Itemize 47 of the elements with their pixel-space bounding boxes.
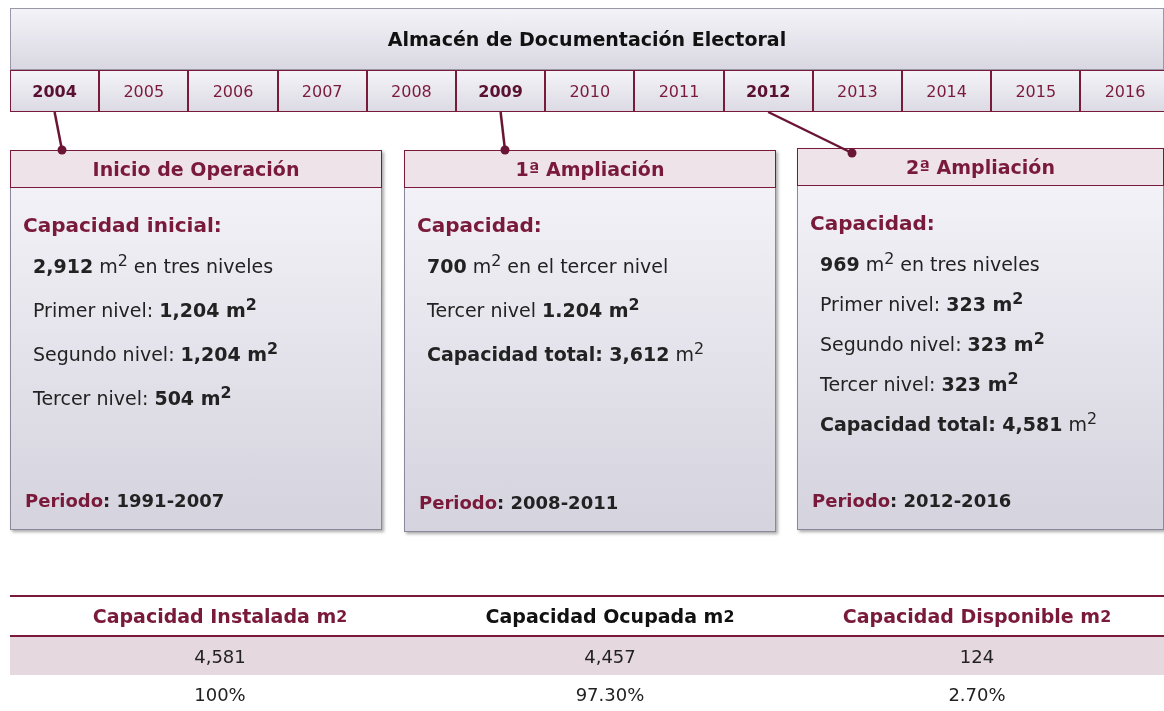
section-heading: Capacidad: [810, 211, 935, 235]
year-cell: 2012 [723, 70, 813, 112]
table-cell-text: 4,457 [583, 644, 637, 669]
card-header: 1ª Ampliación [404, 150, 776, 188]
year-cell: 2016 [1080, 70, 1164, 112]
year-cell: 2011 [634, 70, 724, 112]
capacity-line: Tercer nivel: 504 m$^{2}$ [33, 383, 232, 410]
capacity-line: 2,912 m$^{2}$ en tres niveles [33, 251, 274, 278]
title-bar: Almacén de Documentación Electoral [10, 8, 1164, 70]
info-card [797, 148, 1164, 530]
capacity-line: Segundo nivel: 323 m$^{2}$ [820, 329, 1045, 356]
year-cell: 2014 [902, 70, 992, 112]
year-cell: 2008 [366, 70, 456, 112]
period-text: Periodo: 1991-2007 [25, 490, 225, 511]
section-heading: Capacidad: [417, 213, 542, 237]
table-cell-text: 124 [958, 644, 996, 669]
info-card [10, 150, 382, 530]
table-cell-text: 4,581 [193, 644, 247, 669]
connector-line [767, 110, 857, 158]
capacity-line: Capacidad total: 4,581 m$^{2}$ [820, 409, 1098, 436]
capacity-line: 700 m$^{2}$ en el tercer nivel [427, 251, 669, 278]
connector-line [53, 111, 67, 155]
table-cell-text: 2.70% [947, 682, 1007, 707]
year-cell: 2006 [188, 70, 278, 112]
table-cell-text: 97.30% [574, 682, 646, 707]
capacity-line: Primer nivel: 323 m$^{2}$ [820, 289, 1024, 316]
period-text: Periodo: 2012-2016 [812, 490, 1012, 511]
capacity-line: Capacidad total: 3,612 m$^{2}$ [427, 339, 705, 366]
year-cell: 2010 [545, 70, 635, 112]
card-header: 2ª Ampliación [797, 148, 1164, 186]
section-heading: Capacidad inicial: [23, 213, 222, 237]
year-cell: 2013 [812, 70, 902, 112]
year-cell: 2005 [99, 70, 189, 112]
year-cell: 2015 [991, 70, 1081, 112]
year-cell: 2004 [10, 70, 100, 112]
capacity-line: Tercer nivel: 323 m$^{2}$ [820, 369, 1019, 396]
year-cell: 2009 [456, 70, 546, 112]
capacity-line: Segundo nivel: 1,204 m$^{2}$ [33, 339, 279, 366]
year-cell: 2007 [277, 70, 367, 112]
period-text: Periodo: 2008-2011 [419, 492, 619, 513]
card-header: Inicio de Operación [10, 150, 382, 188]
table-cell-text: 100% [193, 682, 247, 707]
capacity-line: 969 m$^{2}$ en tres niveles [820, 249, 1040, 276]
capacity-line: Primer nivel: 1,204 m$^{2}$ [33, 295, 257, 322]
info-card [404, 150, 776, 532]
capacity-line: Tercer nivel 1.204 m$^{2}$ [427, 295, 640, 322]
connector-line [499, 111, 510, 155]
